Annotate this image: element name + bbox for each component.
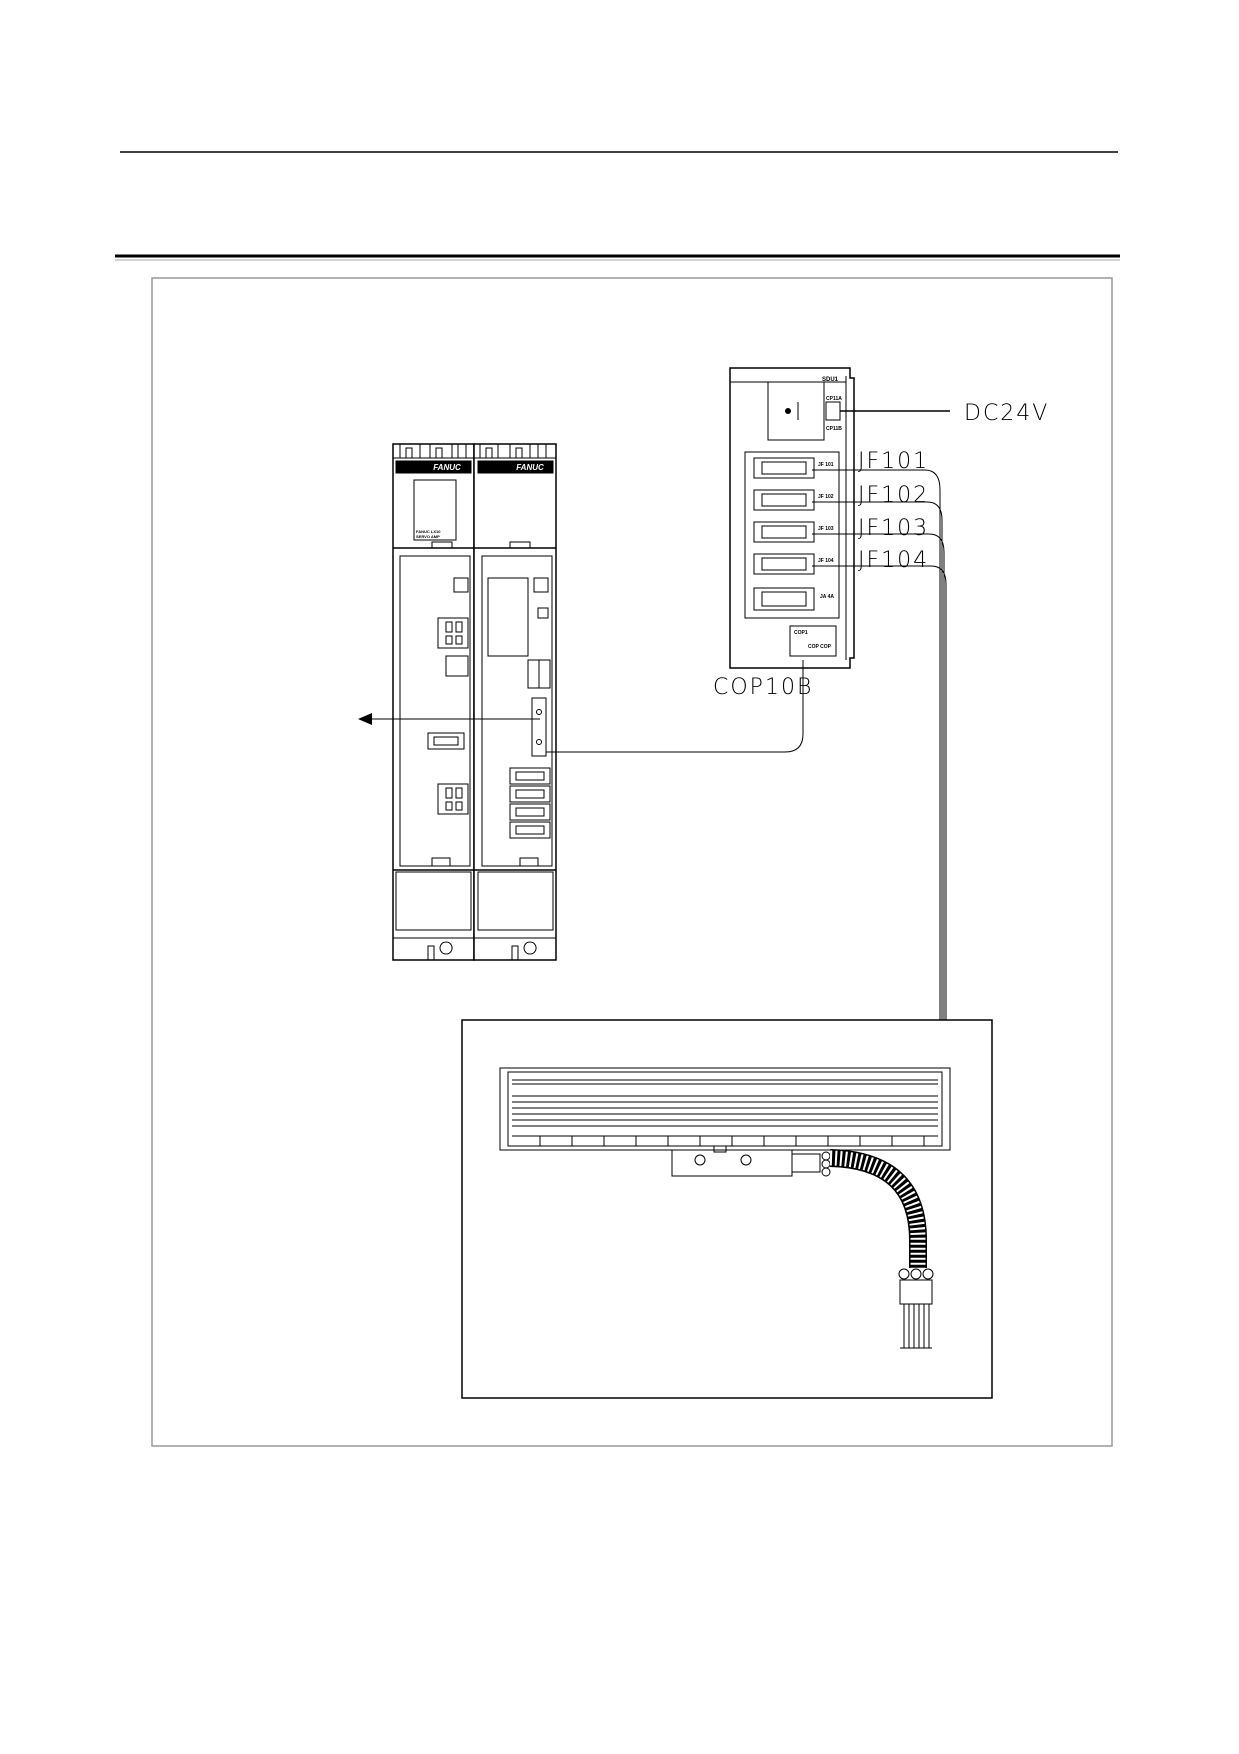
ja4a-small-label: JA 4A — [820, 594, 834, 600]
connector-jf101: JF 101 — [753, 457, 834, 479]
connector-panel — [744, 451, 840, 619]
terminal-block-left-upper — [437, 617, 469, 649]
jf104-small-label: JF 104 — [818, 558, 834, 564]
connector-jf104: JF 104 — [753, 553, 834, 575]
connector-ja4a: JA 4A — [753, 587, 834, 611]
brand-left: FANUC — [433, 463, 461, 472]
optical-connector-cop10a — [531, 697, 547, 757]
jf-connector-3 — [509, 803, 551, 821]
jf101-small-label: JF 101 — [818, 462, 834, 468]
scale-connector — [899, 1279, 933, 1305]
jf-connector-2 — [509, 785, 551, 803]
amplifier-module-right: FANUC — [473, 443, 557, 961]
cop-small-labels: COP COP — [808, 644, 832, 650]
status-led-left — [453, 577, 469, 593]
jf102-small-label: JF 102 — [818, 494, 834, 500]
dc24v-label: DC24V — [964, 401, 1049, 426]
separate-detector-unit: SDU1 CP11A CP11B JF 101 JF 102 JF 103 JF… — [729, 367, 855, 669]
jf-connector-1 — [509, 767, 551, 785]
connector-jf103: JF 103 — [753, 521, 834, 543]
cable-jf103 — [812, 533, 945, 1020]
dsub-connector-left — [427, 732, 465, 750]
terminal-block-left-lower — [437, 783, 469, 815]
status-led-right — [533, 577, 549, 593]
servo-amplifier-modules: FANUC FANUC LX10 SERVO AMP — [392, 443, 557, 961]
model-label-2: SERVO AMP — [416, 534, 440, 539]
jf103-label: JF103 — [858, 516, 929, 541]
power-connector-window — [767, 381, 825, 441]
cop1-small-label: COP1 — [794, 630, 808, 636]
dc24v-terminal-dot — [785, 408, 791, 414]
jf102-label: JF102 — [858, 483, 929, 508]
cable-cop10b — [546, 660, 804, 753]
display-panel-right — [487, 577, 529, 657]
read-head — [671, 1149, 793, 1177]
cable-jf102 — [812, 501, 943, 1020]
cable-jf104 — [812, 565, 947, 1020]
jf104-label: JF104 — [858, 548, 929, 573]
jf103-small-label: JF 103 — [818, 526, 834, 532]
cable-jf101 — [812, 469, 941, 1020]
brand-strip-right — [477, 460, 554, 474]
cop10b-label: COP10B — [713, 675, 813, 700]
brand-right: FANUC — [516, 463, 544, 472]
cp11a-label: CP11A — [826, 396, 842, 402]
amplifier-module-left: FANUC FANUC LX10 SERVO AMP — [392, 443, 475, 961]
sdu-title: SDU1 — [822, 377, 839, 383]
connector-cop1: COP1 COP COP — [789, 625, 837, 657]
figure-frame — [151, 277, 1113, 1447]
arrow-head — [358, 713, 372, 725]
jf-connector-4 — [509, 821, 551, 839]
brand-strip-left — [395, 460, 472, 474]
linear-scale — [499, 1067, 951, 1349]
connector-jf102: JF 102 — [753, 489, 834, 511]
display-window-left — [413, 479, 457, 541]
cp11b-label: CP11B — [826, 426, 842, 432]
model-label-1: FANUC LX10 — [416, 529, 441, 534]
linear-scale-frame — [461, 1019, 993, 1399]
